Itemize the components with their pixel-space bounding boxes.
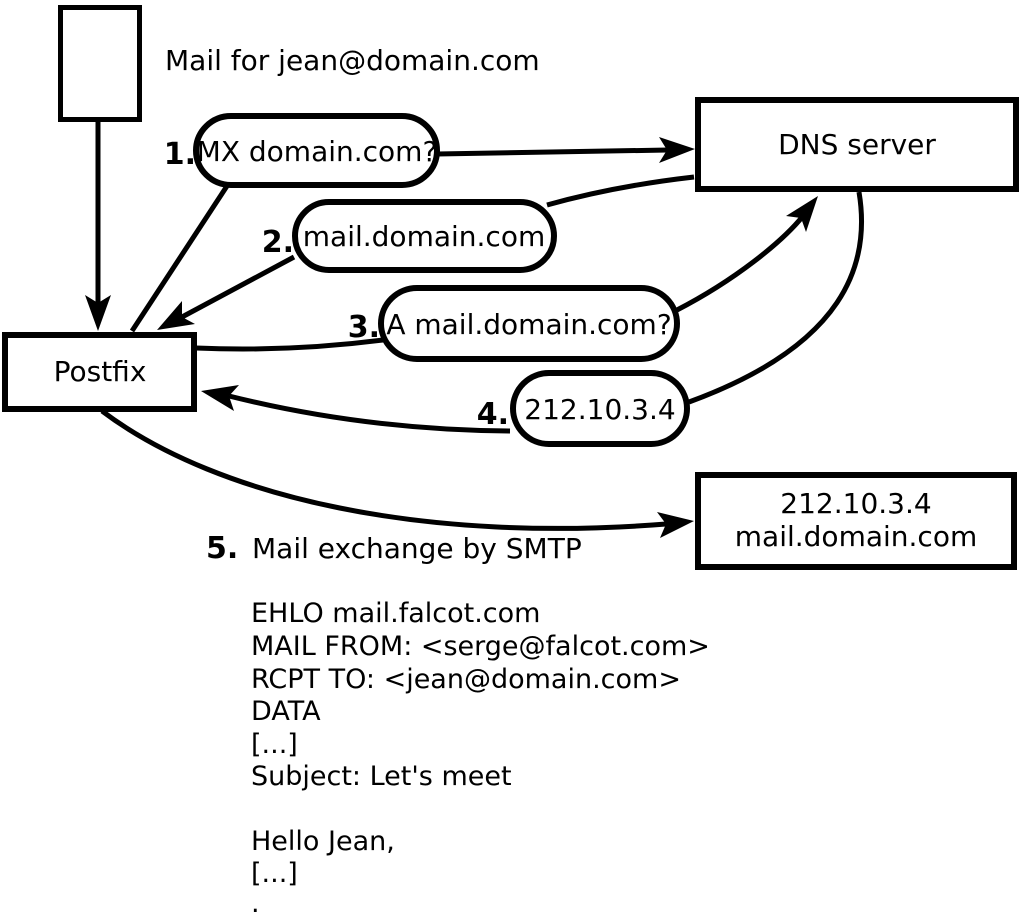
arrow-pill2-to-postfix [157, 254, 296, 330]
arrowhead-icon [85, 295, 111, 331]
arrow-shaft [228, 393, 511, 434]
step-number-4: 4. [477, 397, 509, 432]
postfix-node [2, 332, 197, 412]
pill-label: MX domain.com? [197, 135, 438, 168]
smtp-transcript: EHLO mail.falcot.com MAIL FROM: <serge@f… [251, 598, 719, 919]
line-postfix-to-pill3 [195, 337, 384, 352]
arrowhead-icon [157, 301, 195, 330]
postfix-label: Postfix [54, 355, 147, 388]
answer-pill-2: mail.domain.com [292, 199, 557, 273]
mail-for-label: Mail for jean@domain.com [165, 44, 540, 77]
answer-pill-4: 212.10.3.4 [510, 370, 690, 447]
pill-shape [292, 199, 557, 273]
arrowhead-icon [657, 512, 694, 538]
line-shaft [546, 174, 695, 208]
incoming-mail-box [58, 5, 142, 122]
step-number-1: 1. [164, 137, 196, 172]
arrow-shaft [436, 147, 669, 157]
arrow-mail-to-postfix [85, 121, 111, 331]
arrow-pill1-to-dns [436, 137, 695, 163]
step-number-2: 2. [262, 225, 294, 260]
smtp-line: . [251, 888, 260, 919]
smtp-line: DATA [251, 696, 321, 727]
arrowhead-icon [786, 196, 818, 232]
pill-shape [193, 113, 440, 188]
pill-label: A mail.domain.com? [386, 308, 671, 341]
pill-label: mail.domain.com [303, 220, 545, 253]
line-pill1-to-postfix [129, 184, 230, 333]
line-shaft [195, 337, 384, 352]
mail-server-ip-label: 212.10.3.4 [780, 487, 931, 520]
step-number-3: 3. [348, 310, 380, 345]
pill-shape [510, 370, 690, 447]
line-shaft [129, 184, 230, 333]
query-pill-3: A mail.domain.com? [378, 285, 680, 362]
step-number-5: 5. [206, 531, 238, 566]
query-pill-1: MX domain.com? [193, 113, 440, 188]
dns-server-node [695, 97, 1019, 192]
pill-shape [378, 285, 680, 362]
arrow-shaft [675, 214, 805, 313]
step-5-label: Mail exchange by SMTP [252, 532, 582, 565]
smtp-line: RCPT TO: <jean@domain.com> [251, 664, 681, 695]
smtp-line: Subject: Let's meet [251, 761, 512, 792]
arrow-pill4-to-postfix [201, 385, 511, 434]
smtp-line: MAIL FROM: <serge@falcot.com> [251, 631, 710, 662]
smtp-line: EHLO mail.falcot.com [251, 598, 540, 629]
line-dns-to-pill2 [546, 174, 695, 208]
dns-server-label: DNS server [778, 128, 936, 161]
smtp-line: [...] [251, 858, 298, 889]
arrow-pill3-to-dns [675, 196, 818, 313]
arrow-shaft [100, 409, 667, 531]
line-dns-to-pill4 [688, 191, 864, 405]
line-shaft [688, 191, 864, 405]
arrowhead-icon [201, 385, 239, 411]
mail-server-node [695, 472, 1017, 570]
mail-server-host-label: mail.domain.com [735, 520, 977, 553]
smtp-line: Hello Jean, [251, 826, 395, 857]
arrow-postfix-to-mailserver [100, 409, 694, 538]
arrow-shaft [180, 254, 296, 320]
smtp-line: [...] [251, 729, 298, 760]
arrowhead-icon [659, 137, 695, 163]
pill-label: 212.10.3.4 [524, 393, 675, 426]
